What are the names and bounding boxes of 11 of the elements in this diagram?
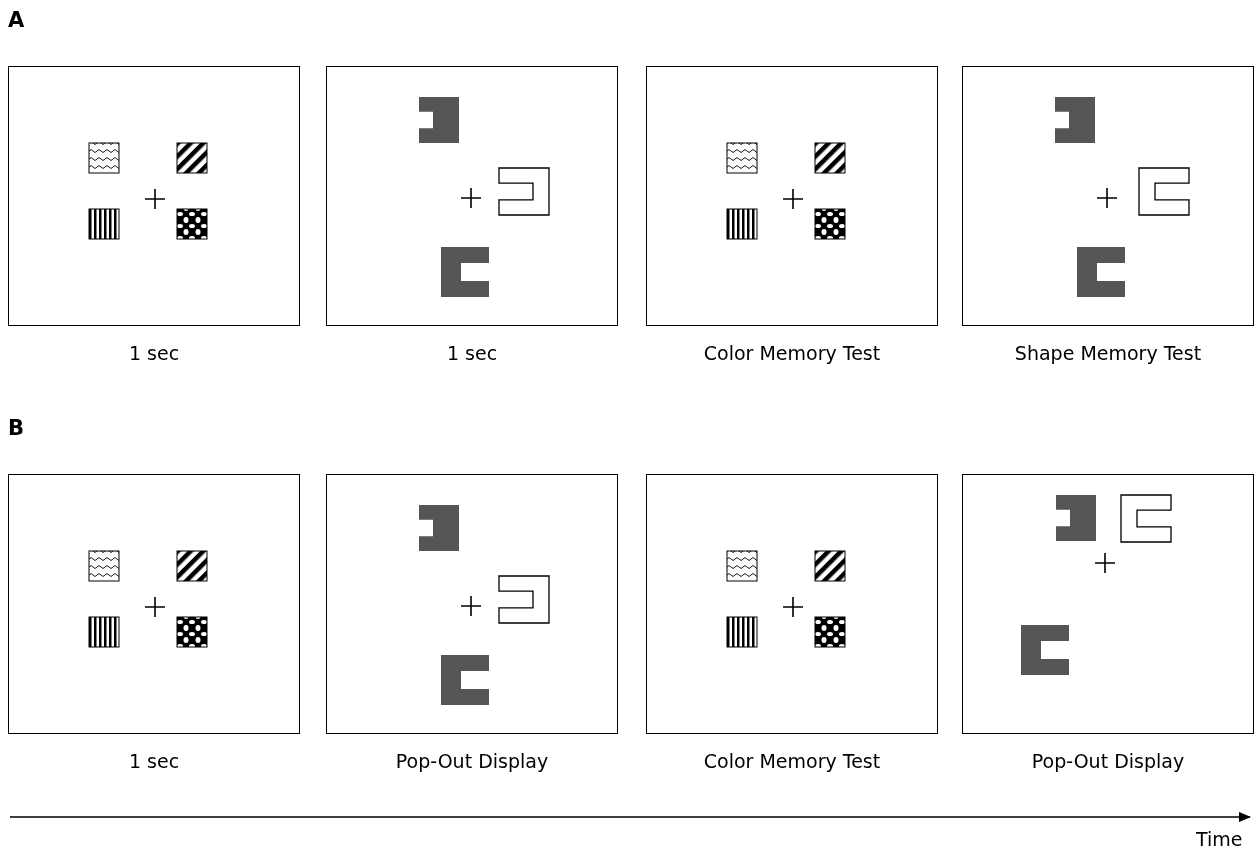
panel-caption: 1 sec [446, 342, 498, 364]
panel-letter: A [8, 8, 25, 32]
panel-caption: Color Memory Test [703, 750, 881, 772]
axis-label: Time [1196, 828, 1243, 850]
panel-caption: Pop-Out Display [395, 750, 549, 772]
panel-caption: Shape Memory Test [1014, 342, 1202, 364]
panel-letter: B [8, 416, 24, 440]
panel-caption: 1 sec [128, 342, 180, 364]
panel-caption: Color Memory Test [703, 342, 881, 364]
panel-caption: Pop-Out Display [1031, 750, 1185, 772]
panel-caption: 1 sec [128, 750, 180, 772]
